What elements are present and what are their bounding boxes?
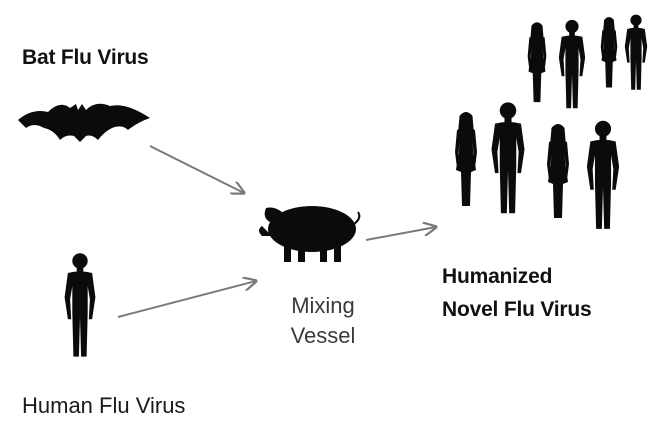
crowd-person — [491, 102, 524, 213]
arrow-pig-to-crowd — [366, 227, 436, 240]
novel-label-line1: Humanized — [442, 260, 592, 293]
bat-icon — [18, 104, 150, 142]
crowd-person — [625, 15, 647, 90]
crowd-person — [455, 112, 477, 206]
pig-icon — [259, 206, 359, 262]
mixing-label-line2: Vessel — [276, 321, 370, 351]
person-icon — [65, 253, 96, 356]
crowd-person — [587, 121, 619, 229]
crowd-person — [528, 22, 547, 102]
arrow-human-to-pig — [118, 281, 256, 317]
bat-flu-virus-label: Bat Flu Virus — [22, 46, 149, 70]
crowd-person — [601, 17, 618, 88]
mixing-label-line1: Mixing — [276, 291, 370, 321]
human-flu-virus-label: Human Flu Virus — [22, 393, 185, 419]
arrow-bat-to-pig — [150, 146, 244, 193]
humanized-novel-flu-virus-label: Humanized Novel Flu Virus — [442, 260, 592, 326]
crowd-person — [559, 20, 585, 108]
novel-label-line2: Novel Flu Virus — [442, 293, 592, 326]
mixing-vessel-label: Mixing Vessel — [276, 291, 370, 351]
crowd-person — [547, 124, 569, 218]
crowd-icon — [455, 15, 647, 229]
